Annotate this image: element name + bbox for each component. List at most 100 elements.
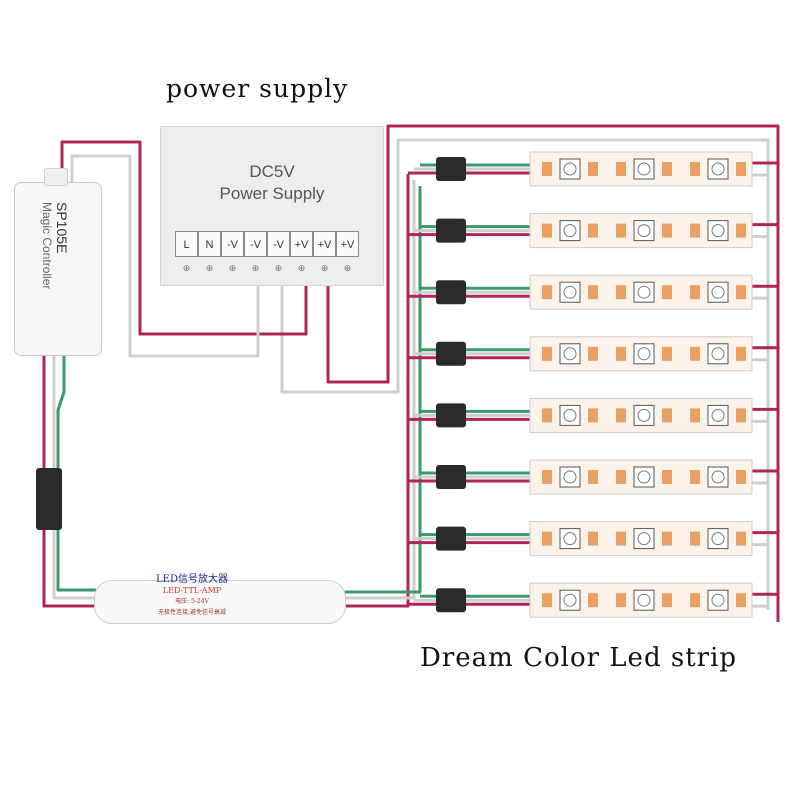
capacitor-pad [662, 223, 672, 238]
led-chip [707, 343, 729, 365]
led-chip-lens [637, 285, 651, 299]
capacitor-pad [736, 593, 746, 608]
capacitor-pad [736, 162, 746, 176]
led-chip [633, 158, 655, 180]
resistor-pad [616, 346, 626, 361]
resistor-pad [616, 285, 626, 300]
amplifier-note: 无极性连接,避免信号衰减 [158, 609, 226, 616]
capacitor-pad [662, 162, 672, 176]
strip-connector [436, 588, 466, 613]
capacitor-pad [662, 593, 672, 608]
resistor-pad [616, 593, 626, 608]
signal-amplifier [94, 580, 346, 624]
led-chip-lens [563, 593, 577, 607]
controller-negative-wire [70, 154, 260, 358]
led-chip [559, 466, 581, 488]
led-chip [707, 281, 729, 303]
led-strip-group [529, 151, 753, 618]
terminal-0: L [175, 231, 198, 257]
resistor-pad [542, 346, 552, 361]
capacitor-pad [662, 531, 672, 546]
resistor-pad [690, 408, 700, 423]
led-chip [559, 158, 581, 180]
terminal-4: -V [267, 231, 290, 257]
terminal-7: +V [336, 231, 359, 257]
screw-icon: ⊕ [297, 263, 306, 273]
led-chip [707, 158, 729, 180]
resistor-pad [616, 223, 626, 238]
strip-connector [436, 465, 466, 489]
amplifier-subtitle: LED-TTL-AMP [162, 586, 222, 595]
led-chip-lens [563, 470, 577, 484]
screw-icon: ⊕ [343, 263, 352, 273]
resistor-pad [616, 408, 626, 423]
strip-connector [436, 403, 466, 428]
capacitor-pad [588, 531, 598, 546]
led-chip [633, 404, 655, 426]
led-chip-lens [711, 408, 725, 422]
controller-out-positive [42, 354, 96, 608]
led-chip-lens [563, 285, 577, 299]
power-supply-label: power supply [166, 74, 349, 103]
screw-icon: ⊕ [182, 263, 191, 273]
led-chip-lens [637, 593, 651, 607]
resistor-pad [690, 470, 700, 484]
terminal-2: -V [221, 231, 244, 257]
led-chip [707, 466, 729, 488]
resistor-pad [542, 470, 552, 484]
led-chip-lens [637, 532, 651, 546]
screw-icon: ⊕ [274, 263, 283, 273]
capacitor-pad [588, 285, 598, 300]
resistor-pad [690, 531, 700, 546]
amplifier-voltage: 电压: 5-24V [175, 598, 209, 605]
led-chip-lens [563, 408, 577, 422]
strip-connector [436, 280, 466, 305]
strip-connector [436, 157, 466, 181]
led-chip [559, 404, 581, 426]
resistor-pad [616, 162, 626, 176]
led-chip [559, 343, 581, 365]
capacitor-pad [736, 470, 746, 484]
led-strip-label: Dream Color Led strip [420, 643, 738, 673]
led-chip [633, 220, 655, 242]
screw-icon: ⊕ [320, 263, 329, 273]
controller-out-data [56, 354, 96, 592]
led-chip [707, 528, 729, 550]
led-chip [559, 220, 581, 242]
resistor-pad [542, 285, 552, 300]
led-chip [707, 404, 729, 426]
amplifier-label: LED信号放大器 LED-TTL-AMP 电压: 5-24V 无极性连接,避免信… [122, 574, 262, 618]
capacitor-pad [588, 470, 598, 484]
resistor-pad [542, 531, 552, 546]
capacitor-pad [736, 285, 746, 300]
led-chip [559, 589, 581, 611]
led-chip [633, 343, 655, 365]
controller-model: SP105E [54, 202, 70, 254]
controller-positive-wire [60, 140, 308, 336]
led-chip-lens [637, 408, 651, 422]
screw-icon: ⊕ [205, 263, 214, 273]
controller-brand: Magic Controller [40, 202, 54, 290]
strip-connector [436, 526, 466, 551]
strip-connector [436, 341, 466, 366]
screw-icon: ⊕ [251, 263, 260, 273]
led-chip [559, 528, 581, 550]
led-chip [707, 220, 729, 242]
power-supply-voltage: DC5V [249, 162, 295, 181]
capacitor-pad [588, 408, 598, 423]
led-chip-lens [563, 224, 577, 238]
led-chip-lens [637, 224, 651, 238]
negative-bus-wire [280, 138, 770, 610]
led-chip [633, 466, 655, 488]
led-chip-lens [711, 162, 725, 176]
resistor-pad [690, 593, 700, 608]
led-chip [633, 589, 655, 611]
led-chip-lens [637, 470, 651, 484]
terminal-screws: ⊕⊕⊕⊕⊕⊕⊕⊕ [175, 263, 359, 274]
resistor-pad [690, 346, 700, 361]
power-supply-caption: Power Supply [219, 184, 325, 203]
resistor-pad [690, 223, 700, 238]
